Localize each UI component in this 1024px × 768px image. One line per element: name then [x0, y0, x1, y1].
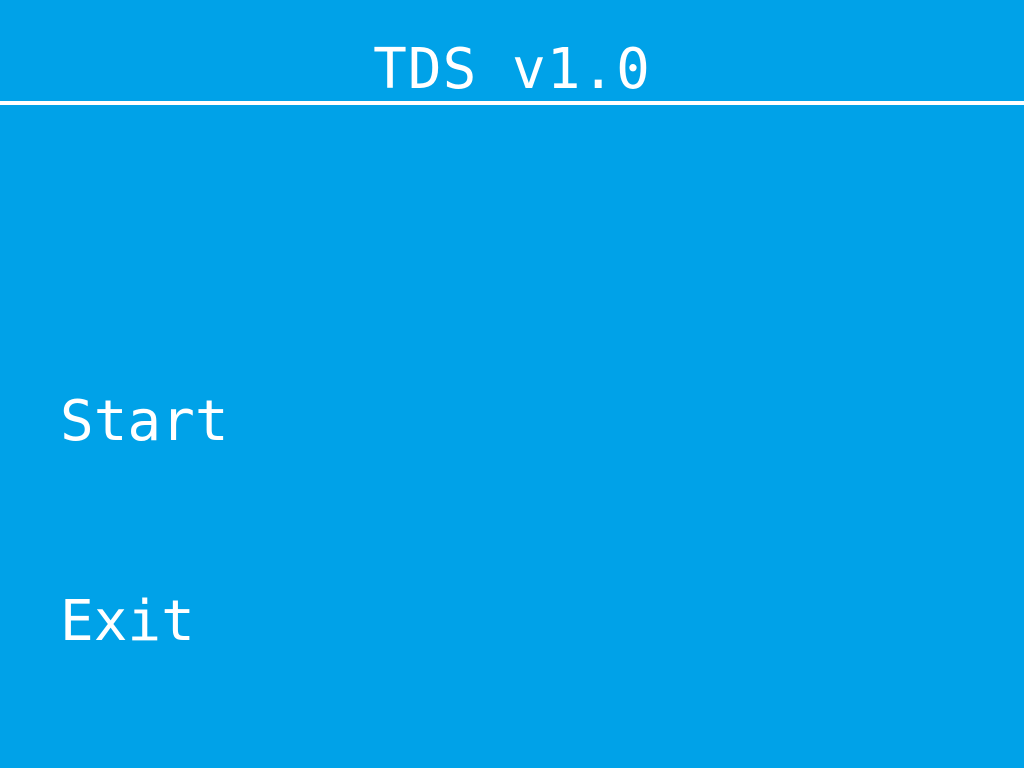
start-menu-item[interactable]: Start	[60, 390, 229, 454]
game-title: TDS v1.0	[0, 38, 1024, 102]
exit-menu-item[interactable]: Exit	[60, 590, 195, 654]
title-divider	[0, 101, 1024, 105]
